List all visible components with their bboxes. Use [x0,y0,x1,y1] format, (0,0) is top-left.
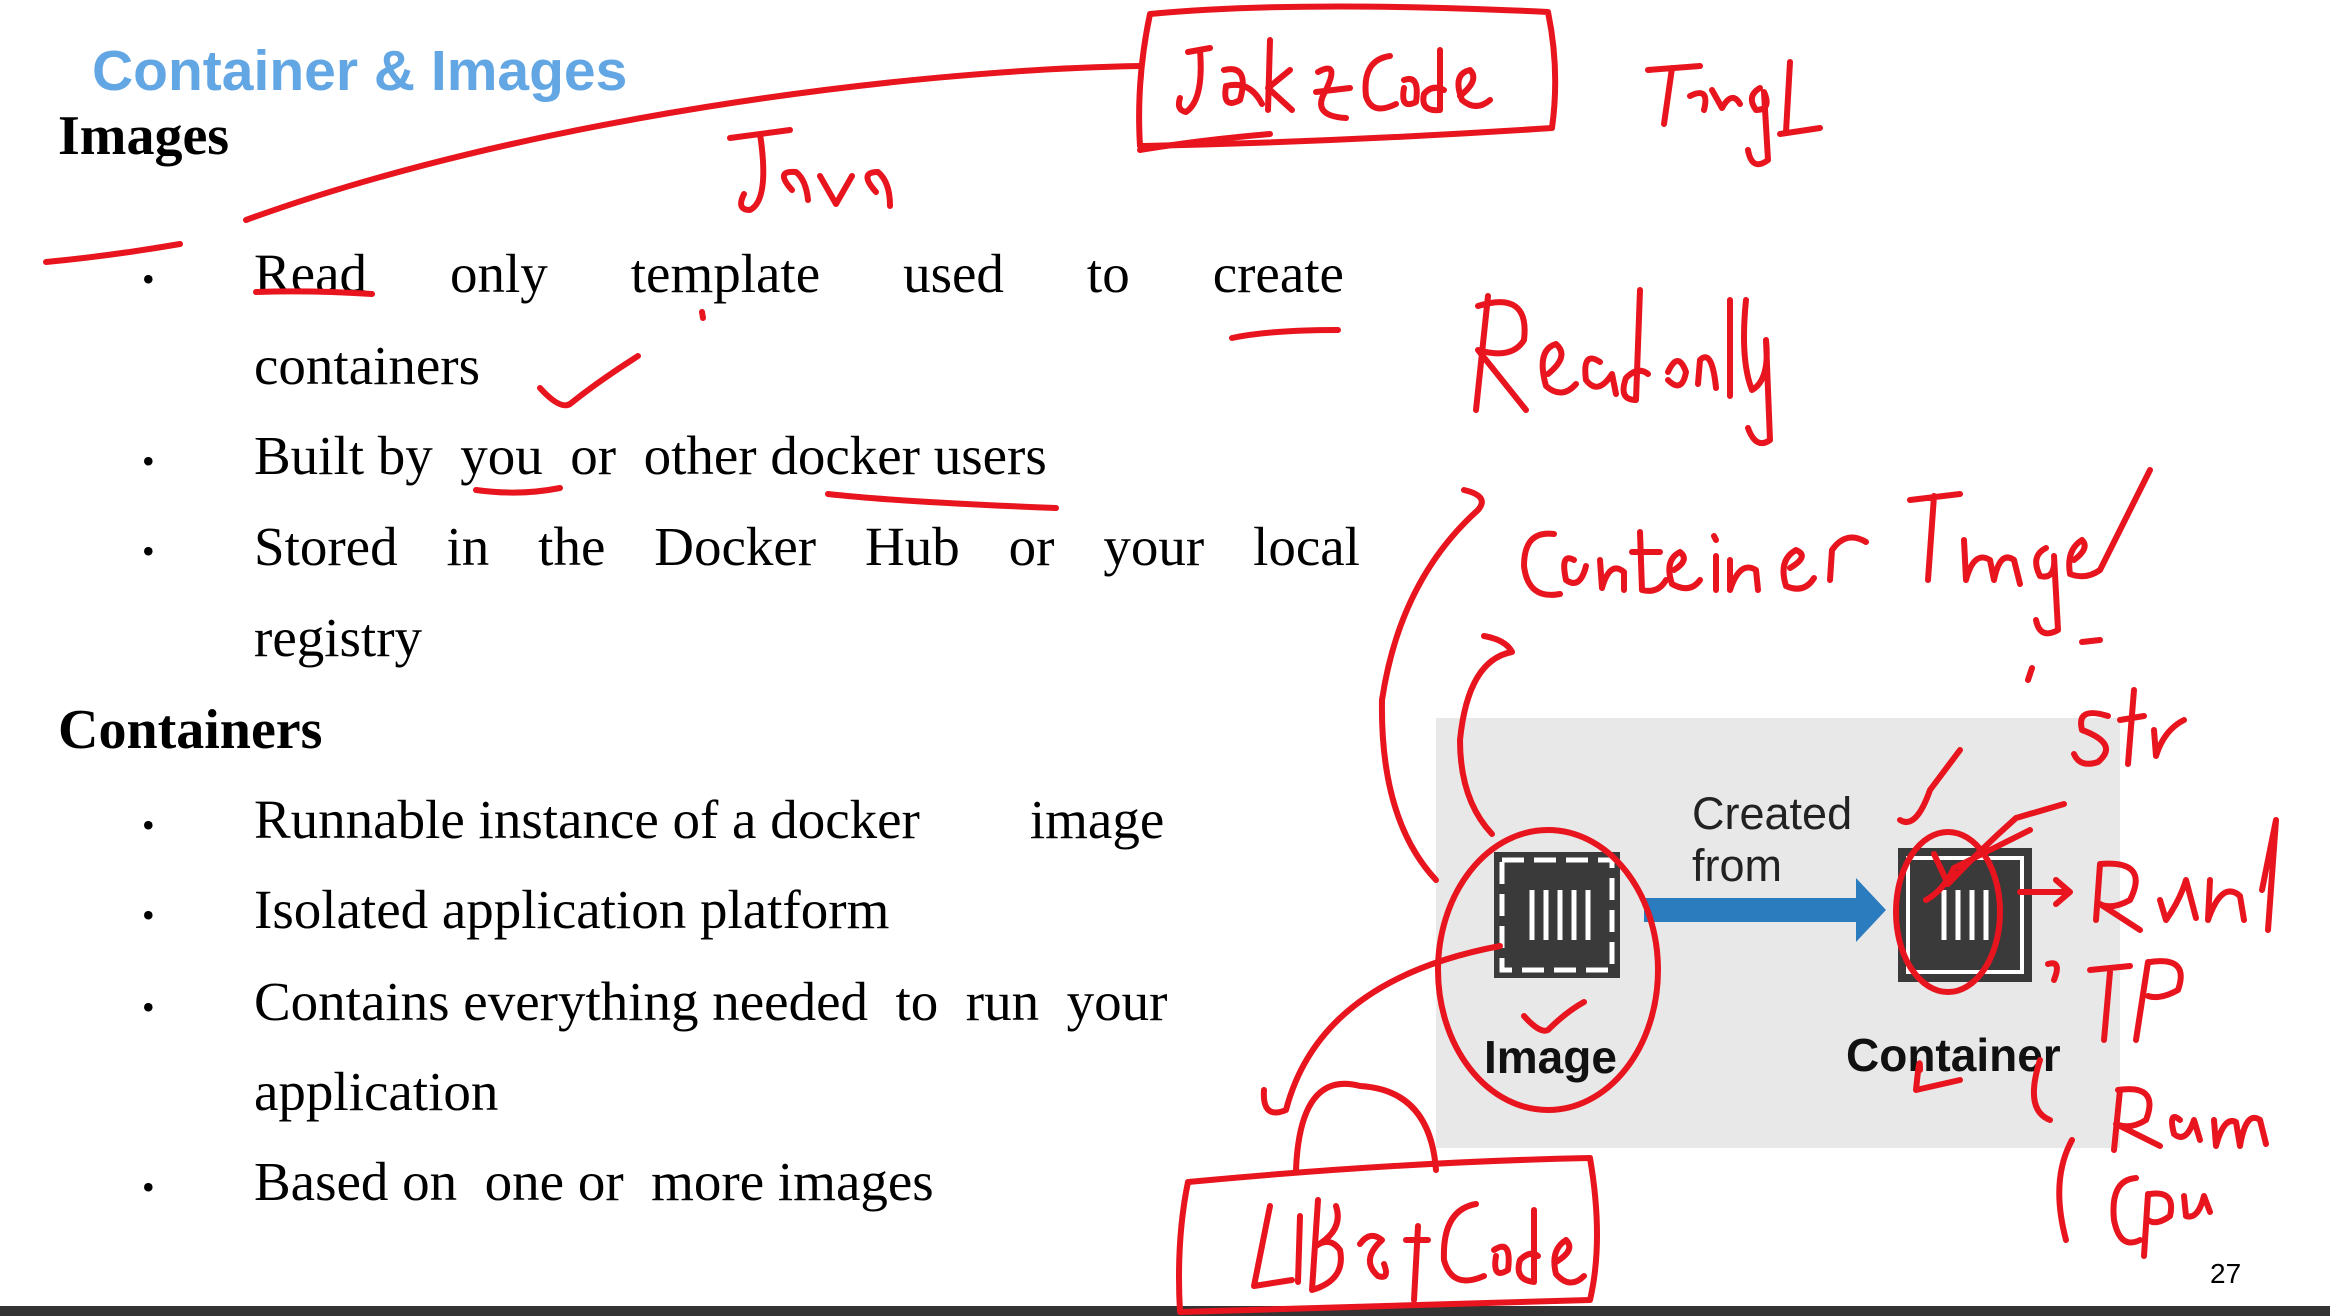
word: in [446,516,490,577]
containers-bullet-3: Contains everything needed to run your [254,971,1168,1032]
word: Hub [865,516,960,577]
ink-text-cpu [2110,1175,2213,1259]
ink-text-readonly [1473,287,1773,446]
word: only [450,243,548,304]
word: Read [254,243,368,304]
containers-bullet-2: Isolated application platform [254,879,890,940]
ink-text-jdk-code [1175,37,1493,121]
images-bullet-1-cont: containers [254,335,481,396]
ink-loop-libs [1293,1080,1439,1173]
image-box-icon [1494,852,1620,978]
images-bullet-2: Built by you or other docker users [254,425,1047,486]
ink-underline-create [1229,327,1341,341]
ink-tick-containers [537,353,641,409]
ink-marks-top [2025,637,2103,683]
images-bullet-3-cont: registry [254,607,423,668]
image-label: Image [1484,1031,1617,1083]
word: the [538,516,606,577]
bullet-icon: • [142,895,155,935]
containers-heading: Containers [58,699,323,761]
containers-bullet-4: Based on one or more images [254,1151,934,1212]
containers-bullet-1: Runnable instance of a docker image [254,789,1165,850]
ink-dot-template [699,309,706,321]
word: your [1103,516,1205,577]
word: local [1253,516,1360,577]
word: create [1212,243,1344,304]
images-bullet-1: Read only template used to create [254,242,1344,305]
bullet-icon: • [142,1167,155,1207]
bullet-icon: • [142,441,155,481]
bullet-icon: • [142,259,155,299]
ink-text-container-image [1521,467,2153,637]
image-container-diagram: Created from Image Container [1436,718,2120,1148]
word: or [1008,516,1055,577]
word: used [903,243,1004,304]
bullet-icon: • [142,805,155,845]
ink-underline-jdk [1137,131,1273,153]
ink-underline-images [43,241,183,265]
word: Stored [254,516,398,577]
images-heading: Images [58,105,230,167]
word: to [1086,243,1130,304]
arrow-label-from: from [1692,840,1782,891]
bullet-icon: • [142,531,155,571]
ink-underline-you [473,485,563,496]
arrow-label-created: Created [1692,788,1853,839]
containers-bullet-3-cont: application [254,1061,499,1122]
container-label: Container [1846,1029,2061,1081]
page-number: 27 [2210,1258,2242,1289]
images-bullet-3: Stored in the Docker Hub or your local [254,515,1360,578]
bottom-bar [0,1306,2330,1316]
ink-box-jdk [1136,3,1559,149]
ink-text-run [2093,817,2279,933]
ink-underline-docker [825,491,1059,511]
word: template [630,243,821,304]
ink-text-img [1645,59,1823,168]
slide-title: Container & Images [92,39,628,103]
ink-text-ram [2111,1086,2269,1153]
ink-text-libs-code [1251,1197,1587,1303]
container-box-icon [1898,848,2032,982]
ink-box-libs [1176,1155,1600,1315]
bullet-icon: • [142,987,155,1027]
ink-text-java [727,127,893,213]
created-from-arrow-icon [1644,878,1886,942]
word: Docker [654,516,817,577]
